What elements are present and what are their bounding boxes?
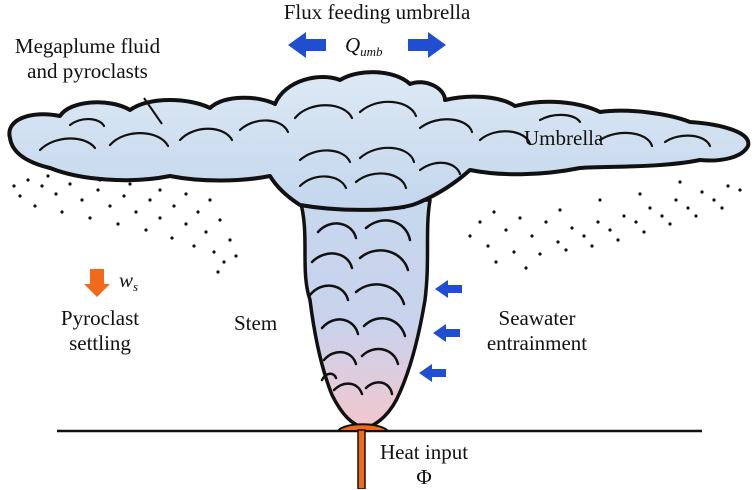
q-subscript: umb: [360, 44, 383, 59]
pyroclast-particles-right: [468, 180, 742, 270]
heat-input-label: Heat input Φ: [364, 440, 484, 490]
flux-right-arrow: [408, 32, 446, 58]
q-umb-label: Qumb: [345, 33, 383, 58]
ws-label: ws: [119, 268, 138, 293]
entrainment-arrow-1: [435, 280, 462, 298]
q-symbol: Q: [345, 33, 361, 57]
flux-arrows: [288, 32, 446, 58]
ws-symbol: w: [119, 268, 134, 292]
plume-stem: [298, 198, 432, 430]
heat-input-text: Heat input: [379, 440, 469, 464]
entrainment-arrows: [419, 280, 462, 382]
umbrella-cloud: [7, 70, 751, 212]
megaplume-pointer-line: [143, 97, 163, 125]
umbrella-billows: [38, 100, 712, 190]
phi-symbol: Φ: [416, 465, 432, 489]
pyroclast-settling-label: Pyroclast settling: [40, 306, 160, 356]
stem-label: Stem: [234, 311, 278, 335]
pyroclast-line-2: settling: [69, 331, 131, 355]
umbrella-label: Umbrella: [524, 126, 604, 150]
settling-arrow: [84, 269, 110, 297]
heat-conduit: [357, 429, 366, 489]
flux-title: Flux feeding umbrella: [283, 0, 471, 24]
ws-subscript: s: [133, 279, 139, 294]
megaplume-line-1: Megaplume fluid: [14, 34, 161, 58]
pyroclast-line-1: Pyroclast: [60, 306, 140, 330]
vent-mound: [336, 423, 391, 432]
flux-left-arrow: [288, 32, 326, 58]
megaplume-line-2: and pyroclasts: [27, 59, 148, 83]
seawater-line-2: entrainment: [486, 331, 588, 355]
megaplume-label: Megaplume fluid and pyroclasts: [0, 34, 175, 84]
seawater-entrainment-label: Seawater entrainment: [472, 306, 602, 356]
seawater-line-1: Seawater: [498, 306, 576, 330]
entrainment-arrow-2: [433, 324, 460, 342]
entrainment-arrow-3: [419, 364, 446, 382]
pyroclast-particles-left: [12, 174, 238, 274]
